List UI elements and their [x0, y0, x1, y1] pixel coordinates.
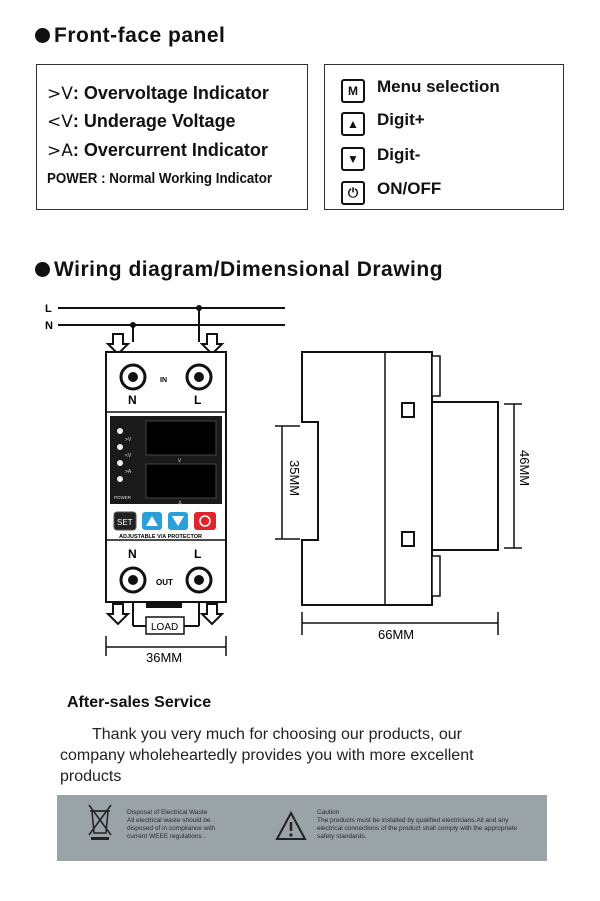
device-strip-label: ADJUSTABLE V/A PROTECTOR — [119, 534, 202, 540]
menu-key-icon: M — [341, 79, 365, 103]
weee-bin-icon — [88, 804, 112, 840]
power-key-icon: ⏻ — [341, 181, 365, 205]
indicator-row: >A: Overcurrent Indicator — [47, 140, 268, 161]
side-view-body — [301, 351, 433, 606]
wiring-title: Wiring diagram/Dimensional Drawing — [54, 258, 444, 281]
load-label: LOAD — [151, 622, 178, 633]
power-led-label: POWER — [114, 495, 132, 500]
indicator-symbol: POWER — [47, 171, 98, 187]
indicator-symbol: >V — [47, 84, 73, 104]
disposal-text: All electrical waste should be disposed … — [127, 817, 216, 840]
front-panel-title: Front-face panel — [54, 24, 226, 47]
dimension-46mm: 46MM — [517, 450, 532, 486]
indicator-row: POWER : Normal Working Indicator — [47, 171, 272, 187]
button-legend-box: M Menu selection ▲ Digit+ ▼ Digit- ⏻ ON/OFF — [324, 64, 564, 210]
terminal-l-label: L — [194, 393, 201, 407]
indicator-row: <V: Underage Voltage — [47, 111, 236, 132]
indicator-symbol: >A — [47, 141, 73, 161]
disposal-notice: Disposal of Electrical Waste All electri… — [127, 809, 237, 841]
power-icon — [199, 515, 211, 527]
led-indicator — [117, 428, 123, 434]
wiring-diagram: L N IN N L v A >V <V >A POWER SET ADJUST… — [45, 303, 532, 665]
side-clip — [401, 402, 415, 418]
line-n-label: N — [45, 320, 53, 332]
after-sales-text: Thank you very much for choosing our pro… — [60, 726, 474, 785]
indicator-symbol: <V — [47, 112, 73, 132]
indicator-label: : Overvoltage Indicator — [72, 83, 269, 103]
led-indicator — [117, 460, 123, 466]
in-label: IN — [160, 377, 167, 384]
up-arrow-icon: ▲ — [341, 112, 365, 136]
arrow-down-icon — [199, 333, 225, 356]
power-button — [194, 512, 216, 530]
indicator-label: : Underage Voltage — [72, 111, 236, 131]
indicator-label: : Overcurrent Indicator — [72, 140, 268, 160]
led-label: <V — [125, 453, 132, 459]
button-label: Digit- — [377, 145, 421, 164]
load-box — [145, 616, 185, 635]
down-triangle-icon — [172, 516, 184, 526]
after-sales-title: After-sales Service — [67, 694, 212, 711]
line-l-label: L — [45, 303, 52, 315]
svg-text:v: v — [178, 458, 181, 464]
front-panel-heading: Front-face panel — [35, 24, 225, 48]
wiring-heading: Wiring diagram/Dimensional Drawing — [35, 258, 443, 282]
svg-text:A: A — [178, 501, 182, 507]
bullet-icon — [35, 262, 50, 277]
button-legend-row: ▼ Digit- — [341, 145, 420, 171]
caution-text: The products must be installed by qualif… — [317, 817, 518, 840]
side-clip — [401, 531, 415, 547]
dimension-35mm: 35MM — [287, 460, 302, 496]
led-indicator — [117, 476, 123, 482]
button-label: ON/OFF — [377, 179, 442, 198]
display-upper — [145, 420, 217, 456]
indicator-legend-box: >V: Overvoltage Indicator <V: Underage V… — [36, 64, 308, 210]
dimension-66mm: 66MM — [378, 627, 414, 642]
terminal-n-out-label: N — [128, 547, 137, 561]
button-legend-row: ⏻ ON/OFF — [341, 179, 441, 205]
side-view-cap — [431, 401, 499, 551]
set-button-label: SET — [117, 518, 133, 527]
indicator-label: : Normal Working Indicator — [97, 171, 273, 187]
out-label: OUT — [156, 578, 173, 587]
arrow-down-icon — [199, 603, 225, 626]
up-triangle-icon — [146, 516, 158, 526]
caution-title: Caution — [317, 809, 340, 816]
disposal-title: Disposal of Electrical Waste — [127, 809, 208, 816]
arrow-down-icon — [105, 603, 131, 626]
dimension-36mm: 36MM — [146, 650, 182, 665]
button-legend-row: M Menu selection — [341, 77, 500, 103]
button-label: Menu selection — [377, 77, 500, 96]
footer-band: Disposal of Electrical Waste All electri… — [57, 795, 547, 861]
led-indicator — [117, 444, 123, 450]
arrow-down-icon — [105, 333, 131, 356]
set-button — [113, 511, 137, 531]
led-label: >A — [125, 469, 132, 475]
bullet-icon — [35, 28, 50, 43]
caution-notice: Caution The products must be installed b… — [317, 809, 532, 841]
terminal-l-out-label: L — [194, 547, 201, 561]
button-label: Digit+ — [377, 110, 425, 129]
down-arrow-icon: ▼ — [341, 147, 365, 171]
terminal-n-label: N — [128, 393, 137, 407]
led-label: >V — [125, 437, 132, 443]
display-lower — [145, 463, 217, 499]
warning-triangle-icon — [275, 811, 307, 840]
indicator-row: >V: Overvoltage Indicator — [47, 83, 269, 104]
button-legend-row: ▲ Digit+ — [341, 110, 425, 136]
